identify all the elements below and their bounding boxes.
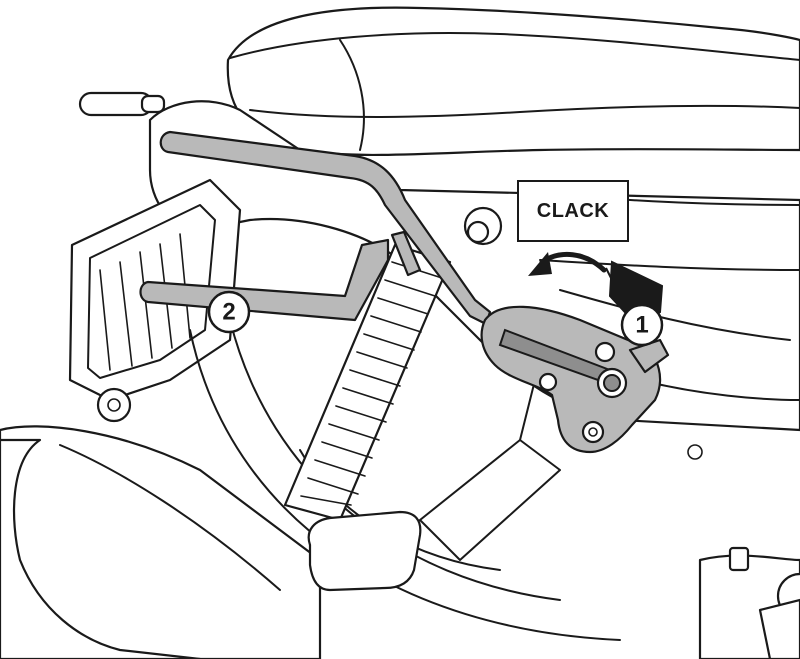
callout-2-number: 2	[222, 299, 235, 326]
rack-tube	[139, 130, 492, 326]
turn-signal	[78, 91, 166, 117]
exhaust-muffler	[0, 425, 322, 659]
rotation-arrow	[528, 251, 607, 276]
seat	[226, 6, 800, 157]
clack-label: CLACK	[517, 180, 629, 242]
callout-2: 2	[207, 290, 251, 334]
callout-1: 1	[620, 303, 664, 347]
mounting-plate	[480, 305, 670, 454]
callout-1-number: 1	[635, 312, 648, 339]
clack-text: CLACK	[537, 200, 610, 222]
lower-right-parts	[698, 546, 800, 659]
